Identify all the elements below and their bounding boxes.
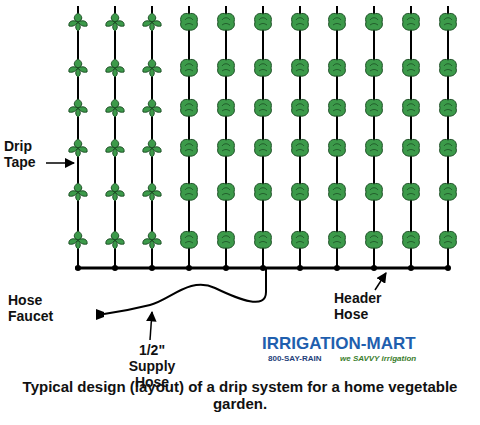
lettuce-plant [292, 13, 309, 30]
pepper-plant [143, 13, 161, 31]
lettuce-plant [329, 99, 346, 116]
drip-tape [336, 6, 338, 268]
pepper-plant [106, 231, 124, 249]
lettuce-plant [329, 13, 346, 30]
lettuce-plant [218, 59, 235, 76]
pepper-plant [143, 59, 161, 77]
lettuce-plant [440, 99, 457, 116]
caption: Typical design (layout) of a drip system… [20, 378, 460, 413]
lettuce-plant [403, 183, 420, 200]
drip-tape [447, 6, 449, 268]
drip-tape [262, 6, 264, 268]
header-hose-leader [375, 273, 386, 290]
pepper-plant [69, 139, 87, 157]
lettuce-plant [292, 99, 309, 116]
pepper-plant [69, 231, 87, 249]
lettuce-plant [218, 183, 235, 200]
lettuce-plant [181, 59, 198, 76]
lettuce-plant [440, 183, 457, 200]
lettuce-plant [181, 99, 198, 116]
hose-faucet [96, 309, 104, 320]
lettuce-plant [218, 99, 235, 116]
drip-tape [188, 6, 190, 268]
lettuce-plant [366, 99, 383, 116]
lettuce-plant [366, 59, 383, 76]
lettuce-plant [181, 231, 198, 248]
lettuce-plant [181, 13, 198, 30]
pepper-plant [106, 59, 124, 77]
lettuce-plant [403, 99, 420, 116]
lettuce-plant [255, 139, 272, 156]
supply-hose-leader [150, 312, 152, 340]
pepper-plant [143, 183, 161, 201]
drip-tape [114, 6, 116, 268]
pepper-plant [106, 139, 124, 157]
lettuce-plant [181, 139, 198, 156]
drip-tape [410, 6, 412, 268]
pepper-plant [69, 59, 87, 77]
lettuce-plant [218, 139, 235, 156]
lettuce-plant [292, 59, 309, 76]
lettuce-plant [403, 231, 420, 248]
lettuce-plant [366, 139, 383, 156]
supply-hose [104, 268, 266, 314]
pepper-plant [106, 99, 124, 117]
lettuce-plant [181, 183, 198, 200]
lettuce-plant [366, 231, 383, 248]
pepper-plant [69, 99, 87, 117]
logo-text: IRRIGATION-MART [262, 334, 416, 354]
lettuce-plant [366, 183, 383, 200]
logo-phone: 800-SAY-RAIN [268, 354, 322, 363]
pepper-plant [69, 183, 87, 201]
drip-tape [299, 6, 301, 268]
pepper-plant [69, 13, 87, 31]
lettuce-plant [218, 231, 235, 248]
lettuce-plant [329, 139, 346, 156]
lettuce-plant [292, 183, 309, 200]
lettuce-plant [255, 183, 272, 200]
lettuce-plant [255, 13, 272, 30]
pepper-plant [106, 13, 124, 31]
lettuce-plant [440, 231, 457, 248]
drip-tape-leader [46, 162, 74, 164]
pepper-plant [143, 231, 161, 249]
lettuce-plant [403, 59, 420, 76]
lettuce-plant [403, 139, 420, 156]
lettuce-plant [255, 231, 272, 248]
lettuce-plant [329, 183, 346, 200]
lettuce-plant [329, 231, 346, 248]
hose-faucet-label: Hose Faucet [8, 292, 58, 324]
logo-tagline: we SAVVY irrigation [340, 354, 416, 363]
drip-tape [77, 6, 79, 268]
lettuce-plant [440, 59, 457, 76]
pepper-plant [143, 139, 161, 157]
lettuce-plant [292, 231, 309, 248]
lettuce-plant [366, 13, 383, 30]
pepper-plant [106, 183, 124, 201]
lettuce-plant [403, 13, 420, 30]
lettuce-plant [329, 59, 346, 76]
pepper-plant [143, 99, 161, 117]
lettuce-plant [292, 139, 309, 156]
drip-tape [151, 6, 153, 268]
header-hose-label: Header Hose [334, 290, 394, 322]
header-hose [75, 267, 448, 270]
drip-tape-label: Drip Tape [4, 138, 46, 170]
lettuce-plant [440, 13, 457, 30]
lettuce-plant [255, 99, 272, 116]
drip-tape-lines [75, 6, 451, 271]
plants [69, 13, 457, 249]
drip-tape [373, 6, 375, 268]
lettuce-plant [255, 59, 272, 76]
lettuce-plant [440, 139, 457, 156]
lettuce-plant [218, 13, 235, 30]
drip-tape [225, 6, 227, 268]
